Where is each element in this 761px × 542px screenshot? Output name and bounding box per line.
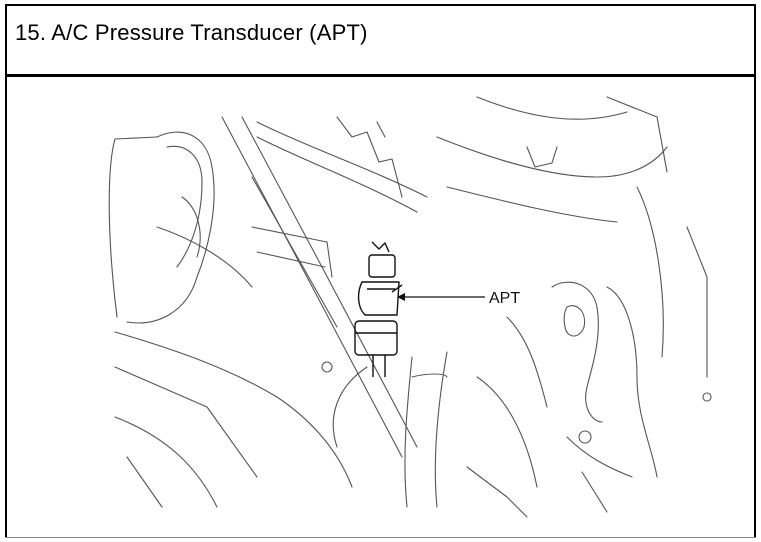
apt-callout-label: APT	[489, 290, 520, 307]
bottom-rule	[5, 537, 756, 538]
section-title: 15. A/C Pressure Transducer (APT)	[15, 20, 368, 45]
lower-hose	[404, 356, 413, 508]
figure-cell: APT	[7, 77, 754, 537]
title-row: 15. A/C Pressure Transducer (APT)	[5, 4, 756, 77]
reservoir-outline	[126, 131, 215, 324]
apt-sensor	[354, 241, 403, 377]
apt-callout: APT	[397, 290, 520, 307]
table-frame	[5, 4, 756, 537]
hook-bracket	[551, 281, 603, 423]
engine-bay-illustration: APT	[108, 96, 712, 518]
strut-outline	[221, 116, 403, 458]
